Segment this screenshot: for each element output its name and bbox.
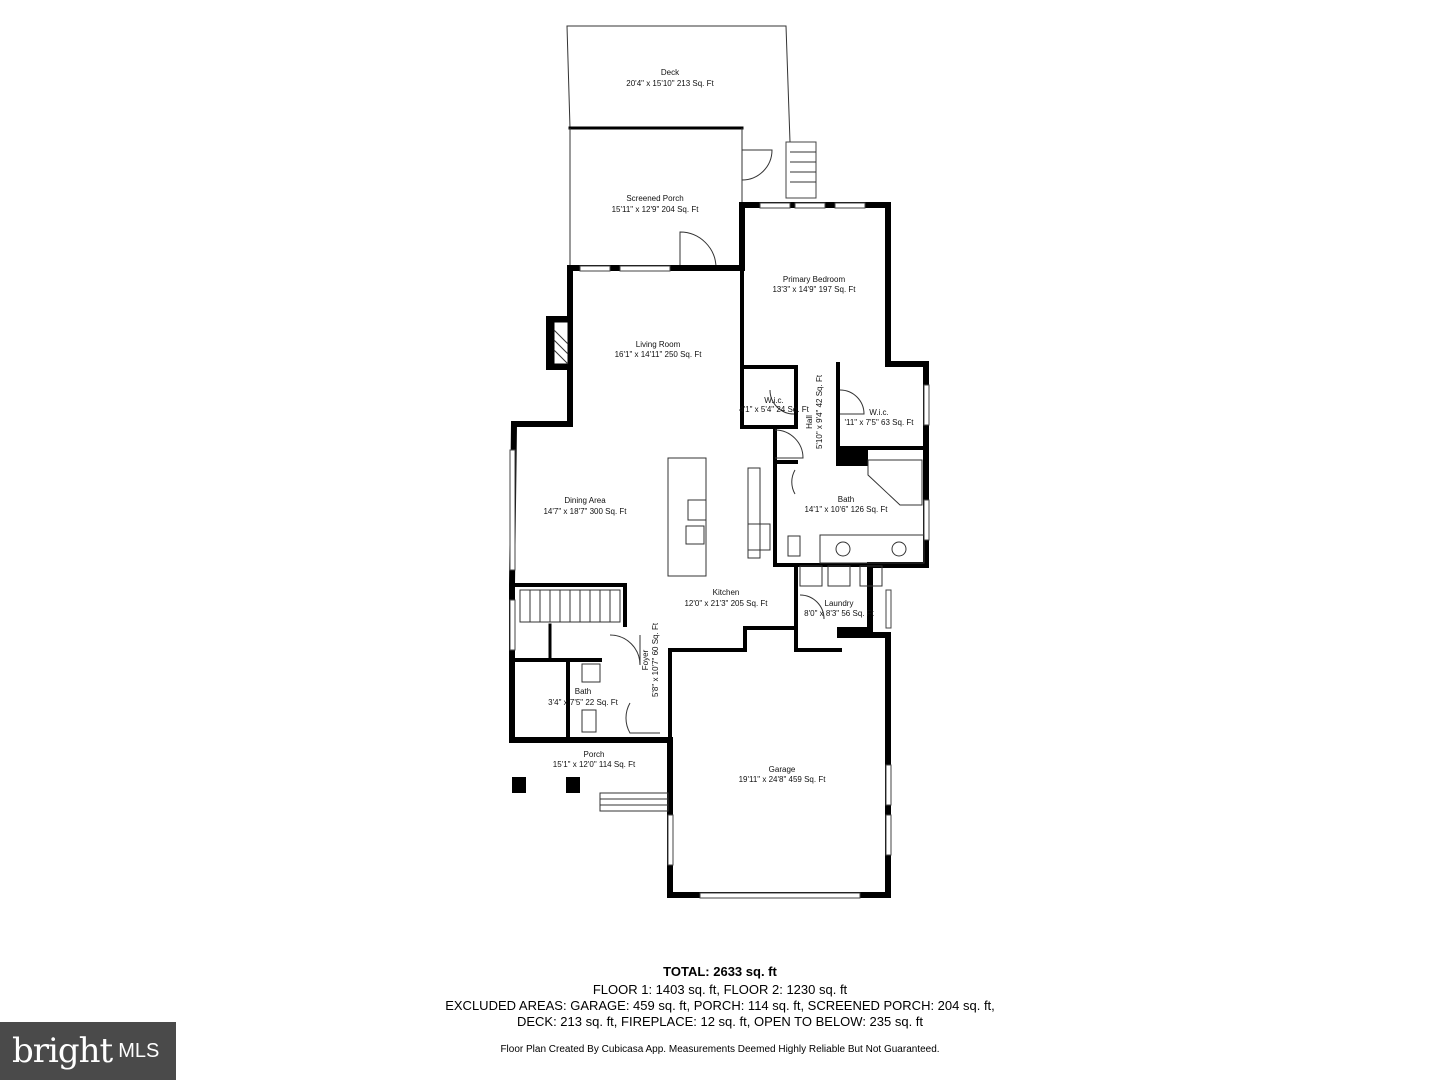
wic-right-label: W.i.c. [869,408,889,417]
foyer-dims: 5'8" x 10'7" 60 Sq. Ft [651,622,660,697]
fixtures [519,389,925,812]
laundry-dims: 8'0" x 8'3" 56 Sq. Ft [804,609,874,618]
deck-stairs [785,141,817,199]
primary-bedroom-label: Primary Bedroom [783,275,846,284]
porch-door-swing [741,149,773,181]
staircase [519,589,621,623]
fireplace-icon [546,316,570,370]
hall-label: Hall [805,415,814,429]
excluded-areas-line-1: EXCLUDED AREAS: GARAGE: 459 sq. ft, PORC… [445,998,995,1013]
counter [747,467,761,559]
interior-walls [512,266,928,793]
hall-dims: 5'10" x 9'4" 42 Sq. Ft [815,374,824,449]
toilet-primary [787,535,801,557]
room-labels: Deck 20'4" x 15'10" 213 Sq. Ft Screened … [543,68,914,784]
floor-areas: FLOOR 1: 1403 sq. ft, FLOOR 2: 1230 sq. … [592,982,848,997]
bath-half-dims: 3'4" x 7'5" 22 Sq. Ft [548,698,618,707]
living-room-dims: 16'1" x 14'11" 250 Sq. Ft [615,350,703,359]
logo-brand: bright [12,1031,113,1071]
kitchen-island [667,457,707,577]
bath-primary-dims: 14'1" x 10'6" 126 Sq. Ft [804,505,888,514]
front-door-swing [609,634,641,666]
kitchen-dims: 12'0" x 21'3" 205 Sq. Ft [684,599,768,608]
screened-porch-outline [568,126,773,269]
toilet-half [581,709,597,733]
excluded-areas-line-2: DECK: 213 sq. ft, FIREPLACE: 12 sq. ft, … [516,1014,924,1029]
wic-right-dims: '11" x 7'5" 63 Sq. Ft [844,418,914,427]
total-area: TOTAL: 2633 sq. ft [663,964,777,979]
foyer-label: Foyer [641,649,650,670]
porch-label: Porch [584,750,605,759]
screened-porch-label: Screened Porch [626,194,683,203]
stove [747,523,771,551]
windows [509,202,930,899]
primary-bedroom-dims: 13'3" x 14'9" 197 Sq. Ft [772,285,856,294]
vanity [819,534,925,564]
living-room-label: Living Room [636,340,681,349]
garage-label: Garage [769,765,796,774]
wic-left-label: W.i.c. [764,396,784,405]
bright-mls-logo: bright MLS [0,1022,176,1080]
logo-suffix: MLS [118,1039,160,1062]
bath-sink [581,663,601,683]
shower [867,459,923,506]
kitchen-label: Kitchen [713,588,740,597]
screened-porch-dims: 15'11" x 12'9" 204 Sq. Ft [612,205,700,214]
deck-dims: 20'4" x 15'10" 213 Sq. Ft [626,79,714,88]
plan-credit: Floor Plan Created By Cubicasa App. Meas… [500,1044,940,1055]
living-door-swing [679,231,717,269]
garage-dims: 19'11" x 24'8" 459 Sq. Ft [739,775,827,784]
laundry-label: Laundry [825,599,854,608]
dining-area-label: Dining Area [564,496,606,505]
dryer [827,565,851,587]
dining-area-dims: 14'7" x 18'7" 300 Sq. Ft [543,507,627,516]
bath-half-label: Bath [575,687,591,696]
wic-left-dims: 4'1" x 5'4" 24 Sq. Ft [739,405,809,414]
porch-dims: 15'1" x 12'0" 114 Sq. Ft [553,760,636,769]
bath-primary-label: Bath [838,495,854,504]
washer [799,565,823,587]
deck-label: Deck [661,68,680,77]
porch-steps [599,792,669,812]
deck-outline [566,25,817,199]
kitchen-sink [687,499,707,521]
